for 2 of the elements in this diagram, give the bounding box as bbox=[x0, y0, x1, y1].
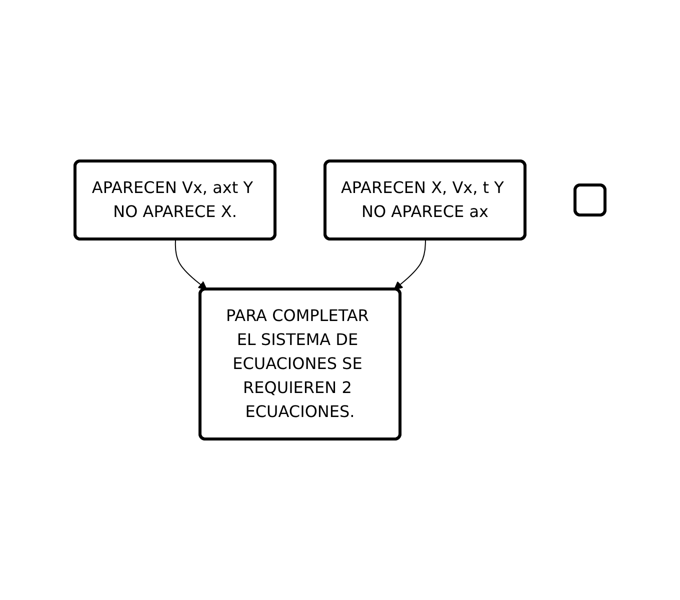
arrow bbox=[174, 239, 208, 290]
arrow bbox=[394, 239, 426, 290]
